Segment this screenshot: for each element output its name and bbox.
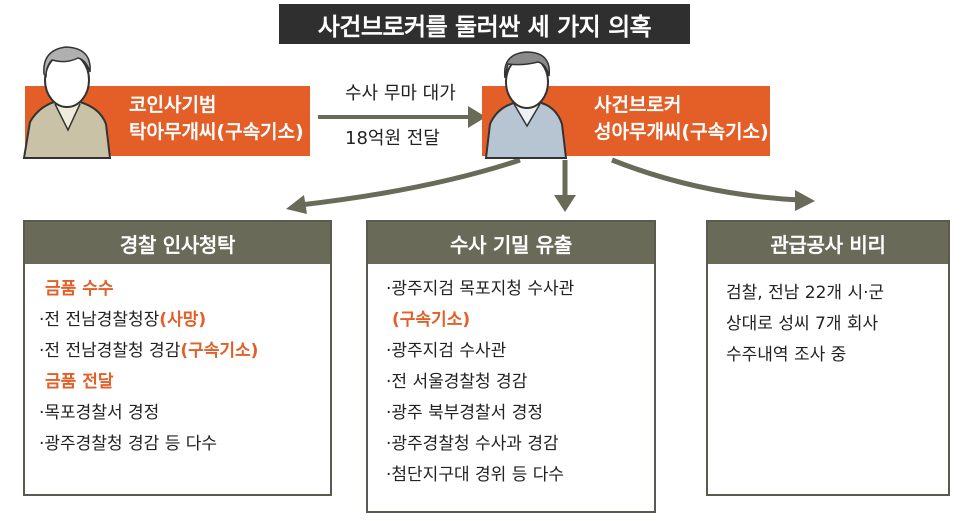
section-heading: 금품 수수	[45, 279, 114, 299]
box-investigation-leak: 수사 기밀 유출 ·광주지검 목포지청 수사관 (구속기소) ·광주지검 수사관…	[366, 220, 656, 513]
list-item: ·첨단지구대 경위 등 다수	[386, 465, 565, 485]
transfer-label-bottom: 18억원 전달	[345, 128, 440, 149]
section-heading: 금품 전달	[45, 372, 114, 392]
text-line: 상대로 성씨 7개 회사	[726, 314, 879, 334]
list-item: ·광주지검 목포지청 수사관	[386, 279, 575, 299]
branch-arrow-right-head	[795, 190, 815, 211]
suspect-coin-fraud-box: 코인사기범 탁아무개씨(구속기소)	[25, 86, 310, 156]
list-item-note: (구속기소)	[392, 310, 471, 330]
text-line: 수주내역 조사 중	[726, 345, 847, 365]
left-person-role: 코인사기범	[129, 94, 217, 116]
box-heading: 관급공사 비리	[708, 222, 948, 264]
right-person-name: 성아무개씨(구속기소)	[594, 121, 769, 143]
transfer-label-top: 수사 무마 대가	[345, 83, 456, 104]
list-item: ·광주지검 수사관	[386, 341, 507, 361]
list-item: ·광주 북부경찰서 경정	[386, 403, 543, 423]
box-body: ·광주지검 목포지청 수사관 (구속기소) ·광주지검 수사관 ·전 서울경찰청…	[368, 264, 654, 501]
left-person-name: 탁아무개씨(구속기소)	[129, 121, 304, 143]
branch-arrow-right	[611, 157, 801, 203]
box-heading: 경찰 인사청탁	[25, 222, 330, 264]
list-item: ·목포경찰서 경정	[39, 403, 160, 423]
branch-arrow-left-head	[286, 195, 307, 214]
list-item: ·전 전남경찰청 경감(구속기소)	[39, 341, 259, 361]
box-body: 검찰, 전남 22개 시·군 상대로 성씨 7개 회사 수주내역 조사 중	[708, 264, 948, 381]
branch-arrow-middle-head	[554, 195, 576, 212]
transfer-arrow-head	[468, 106, 486, 128]
right-person-role: 사건브로커	[594, 94, 682, 116]
box-public-works: 관급공사 비리 검찰, 전남 22개 시·군 상대로 성씨 7개 회사 수주내역…	[706, 220, 950, 496]
box-heading: 수사 기밀 유출	[368, 222, 654, 264]
list-item: ·광주경찰청 경감 등 다수	[39, 434, 218, 454]
box-body: 금품 수수 ·전 전남경찰청장(사망) ·전 전남경찰청 경감(구속기소) 금품…	[25, 264, 330, 470]
box-police-personnel: 경찰 인사청탁 금품 수수 ·전 전남경찰청장(사망) ·전 전남경찰청 경감(…	[23, 220, 332, 496]
text-line: 검찰, 전남 22개 시·군	[726, 283, 885, 303]
list-item: ·전 전남경찰청장(사망)	[39, 310, 207, 330]
list-item: ·전 서울경찰청 경감	[386, 372, 528, 392]
suspect-broker-box: 사건브로커 성아무개씨(구속기소)	[482, 86, 770, 156]
branch-arrow-left	[299, 157, 521, 208]
list-item: ·광주경찰청 수사과 경감	[386, 434, 559, 454]
diagram-title: 사건브로커를 둘러싼 세 가지 의혹	[279, 4, 690, 44]
